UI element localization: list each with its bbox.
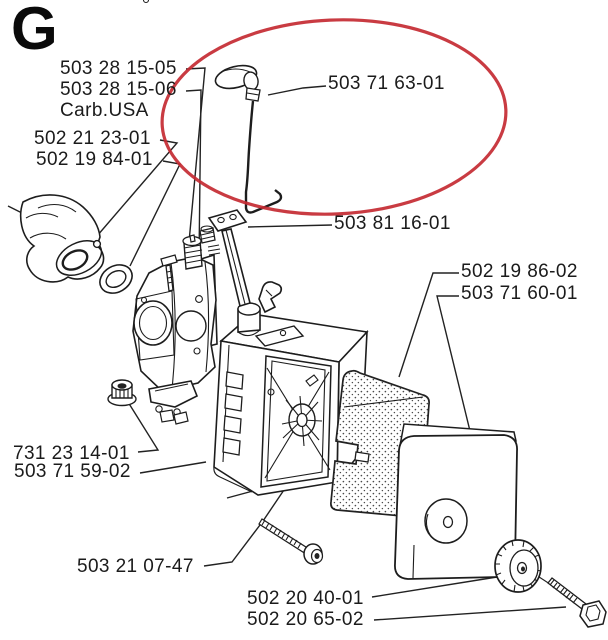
part-label-503-28-15-06: 503 28 15-06 xyxy=(60,79,177,100)
part-label-503-28-15-05: 503 28 15-05 xyxy=(60,58,177,79)
part-label-503-81-16-01: 503 81 16-01 xyxy=(334,213,451,234)
section-letter: G xyxy=(11,0,58,62)
part-label-731-23-14-01: 731 23 14-01 xyxy=(13,443,130,464)
part-label-503-71-63-01: 503 71 63-01 xyxy=(328,73,445,94)
highlight-ellipse xyxy=(160,18,508,216)
part-label-502-21-23-01: 502 21 23-01 xyxy=(34,128,151,149)
part-label-502-19-84-01: 502 19 84-01 xyxy=(36,149,153,170)
carburetor-drawing xyxy=(132,0,221,425)
part-label-503-71-60-01: 503 71 60-01 xyxy=(461,283,578,304)
seal-ring-drawing xyxy=(99,264,133,294)
housing-screw-drawing xyxy=(258,518,324,565)
throttle-rod-drawing xyxy=(214,64,283,214)
part-label-502-20-40-01: 502 20 40-01 xyxy=(247,588,364,609)
part-label-502-20-65-02: 502 20 65-02 xyxy=(247,609,364,630)
knurled-knob-drawing xyxy=(494,539,542,593)
choke-lever-drawing xyxy=(207,209,283,337)
flange-nut-drawing xyxy=(107,379,137,407)
part-label-503-71-59-02: 503 71 59-02 xyxy=(14,461,131,482)
cover-screw-drawing xyxy=(547,577,607,628)
intake-elbow-drawing xyxy=(19,194,105,283)
part-label-carb-usa-note: Carb.USA xyxy=(60,100,149,121)
part-label-502-19-86-02: 502 19 86-02 xyxy=(461,261,578,282)
part-label-503-21-07-47: 503 21 07-47 xyxy=(77,556,194,577)
